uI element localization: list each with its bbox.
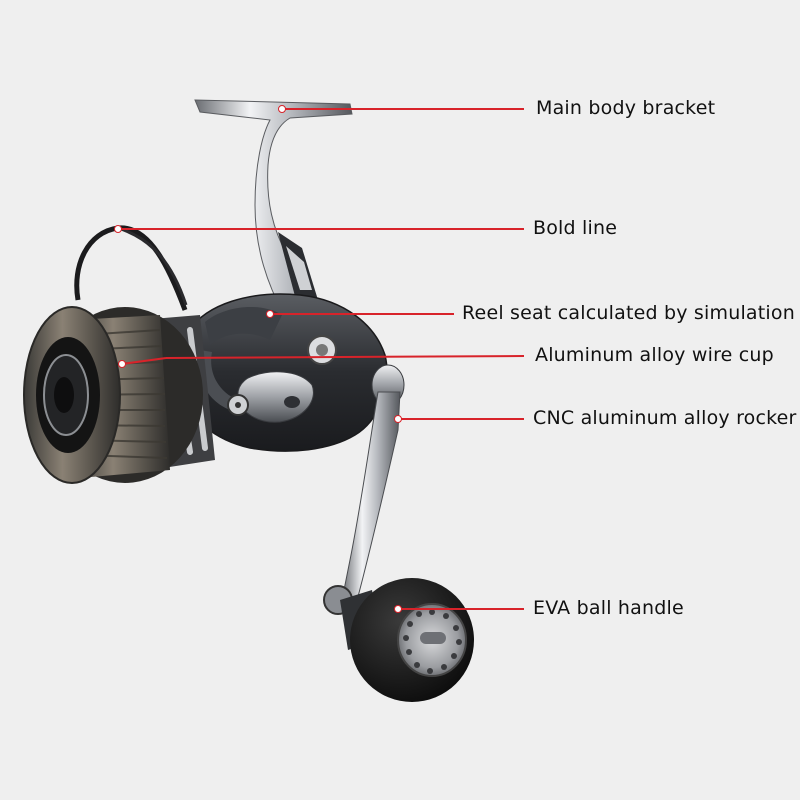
spool <box>23 306 203 484</box>
leader-dot-wire-cup <box>118 360 126 368</box>
bail-wire <box>74 225 188 311</box>
callout-bold-line: Bold line <box>533 217 618 239</box>
main-body-bracket-shape <box>194 99 353 316</box>
callout-wire-cup: Aluminum alloy wire cup <box>535 344 774 366</box>
callout-rocker: CNC aluminum alloy rocker <box>533 407 797 429</box>
leader-lines <box>118 108 525 610</box>
leader-dots <box>114 105 402 613</box>
eva-ball-handle <box>340 578 474 702</box>
reel-body <box>181 293 388 452</box>
leader-dot-eva-handle <box>394 605 402 613</box>
leader-dot-bold-line <box>114 225 122 233</box>
callout-main-body-bracket: Main body bracket <box>536 97 716 119</box>
leader-dot-rocker <box>394 415 402 423</box>
leader-line-wire-cup <box>121 357 167 365</box>
leader-dot-reel-seat <box>266 310 274 318</box>
leader-dot-bracket <box>278 105 286 113</box>
leader-line-wire-cup-2 <box>165 355 525 359</box>
callout-reel-seat: Reel seat calculated by simulation <box>462 302 795 324</box>
callout-eva-handle: EVA ball handle <box>533 597 684 619</box>
